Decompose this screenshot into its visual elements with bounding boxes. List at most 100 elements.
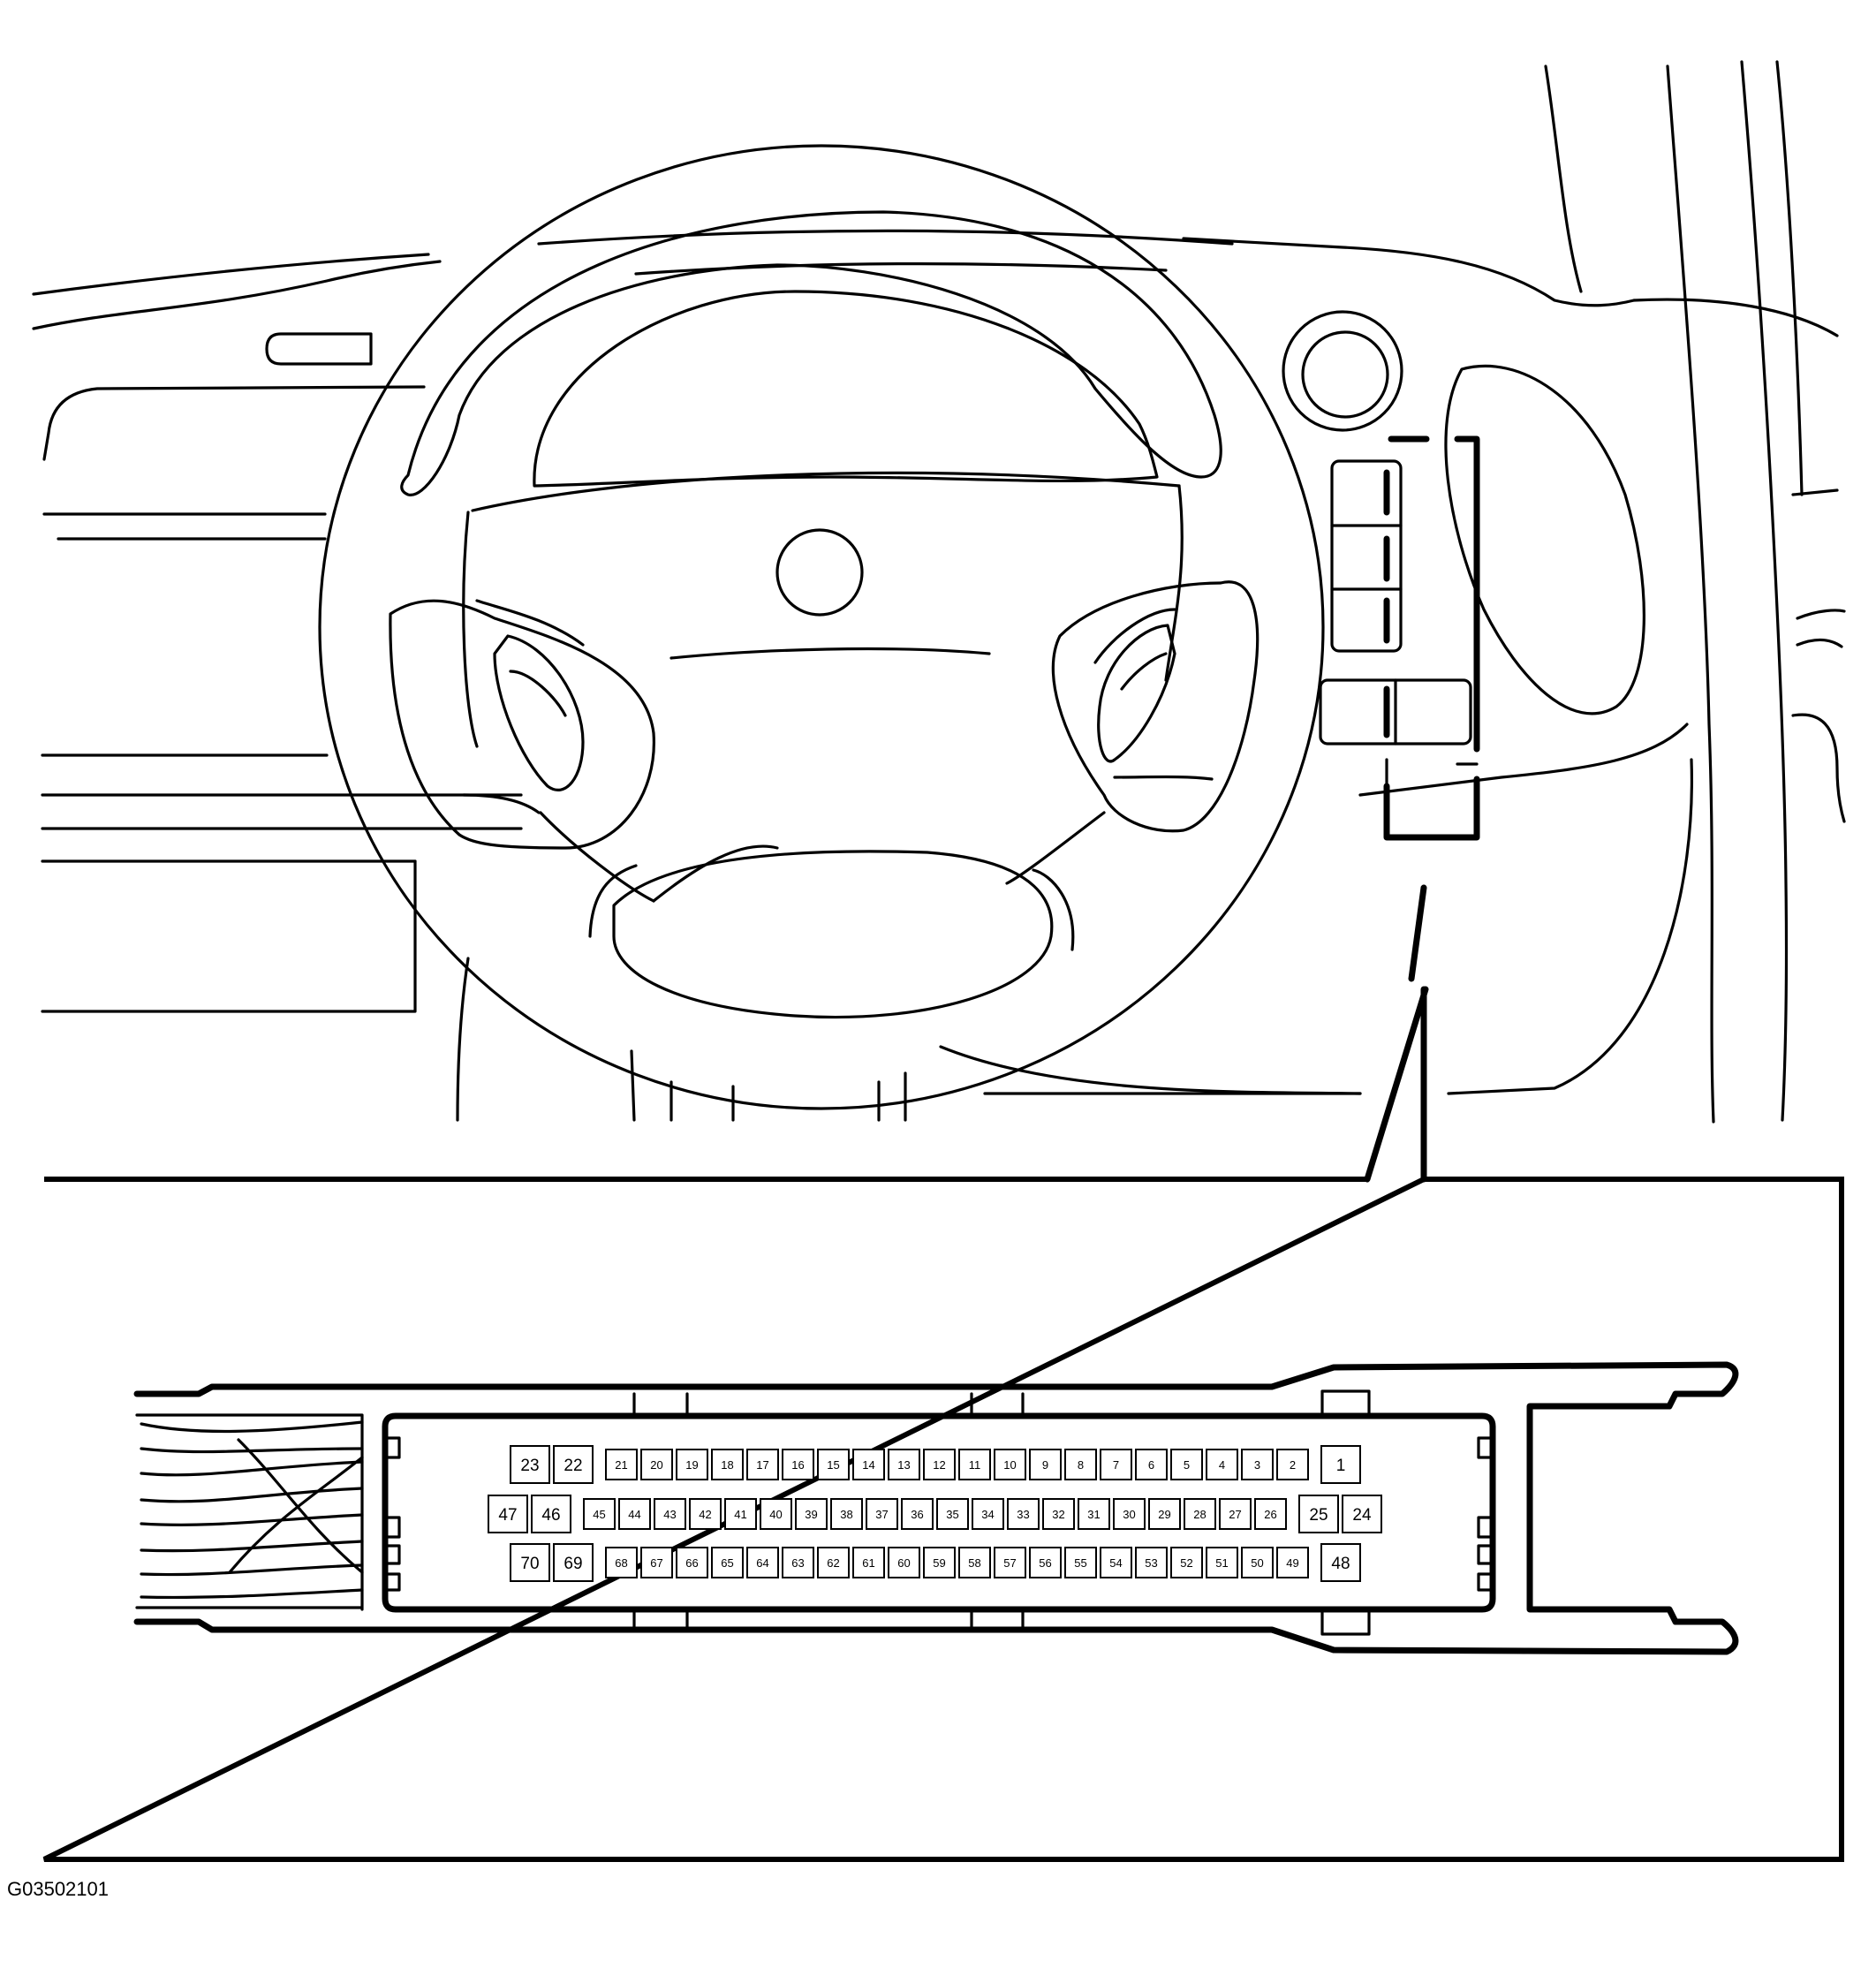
pin-43-box	[654, 1498, 686, 1530]
pin-39-label: 39	[805, 1508, 817, 1521]
pin-24-label: 24	[1352, 1506, 1372, 1525]
pin-39-box	[795, 1498, 828, 1530]
pin-17-box	[746, 1449, 779, 1480]
pin-52-label: 52	[1180, 1556, 1192, 1570]
pin-41-box	[724, 1498, 757, 1530]
pin-36-label: 36	[911, 1508, 923, 1521]
pin-13-box	[888, 1449, 920, 1480]
pin-31-box	[1078, 1498, 1110, 1530]
pin-19-label: 19	[685, 1458, 698, 1472]
pin-52-box	[1170, 1547, 1203, 1578]
pin-40-label: 40	[769, 1508, 782, 1521]
pin-56-label: 56	[1039, 1556, 1051, 1570]
pin-59-box	[923, 1547, 956, 1578]
pin-9-box	[1029, 1449, 1062, 1480]
pin-46-box	[531, 1495, 571, 1533]
pin-10-label: 10	[1003, 1458, 1016, 1472]
pin-31-label: 31	[1087, 1508, 1100, 1521]
pin-22-box	[553, 1445, 594, 1484]
pin-15-box	[817, 1449, 850, 1480]
pin-68-label: 68	[615, 1556, 627, 1570]
pin-51-label: 51	[1215, 1556, 1228, 1570]
pin-48-box	[1320, 1543, 1361, 1582]
pin-58-box	[958, 1547, 991, 1578]
pin-12-label: 12	[933, 1458, 945, 1472]
pin-55-box	[1064, 1547, 1097, 1578]
pin-26-label: 26	[1264, 1508, 1276, 1521]
pin-60-box	[888, 1547, 920, 1578]
pin-64-label: 64	[756, 1556, 768, 1570]
pin-33-label: 33	[1017, 1508, 1029, 1521]
pin-61-label: 61	[862, 1556, 874, 1570]
pin-4-box	[1206, 1449, 1238, 1480]
pin-23-box	[510, 1445, 550, 1484]
pin-10-box	[994, 1449, 1026, 1480]
pin-49-box	[1276, 1547, 1309, 1578]
pin-60-label: 60	[897, 1556, 910, 1570]
pin-48-label: 48	[1331, 1555, 1350, 1573]
pin-66-label: 66	[685, 1556, 698, 1570]
pin-30-label: 30	[1123, 1508, 1135, 1521]
pin-44-label: 44	[628, 1508, 640, 1521]
pin-6-box	[1135, 1449, 1168, 1480]
pin-68-box	[605, 1547, 638, 1578]
pin-42-label: 42	[699, 1508, 711, 1521]
pin-17-label: 17	[756, 1458, 768, 1472]
pin-34-box	[972, 1498, 1004, 1530]
pin-22-label: 22	[564, 1457, 582, 1475]
figure-code: G03502101	[7, 1878, 109, 1900]
pin-40-box	[760, 1498, 792, 1530]
pin-45-label: 45	[593, 1508, 605, 1521]
pin-54-box	[1100, 1547, 1132, 1578]
pin-13-label: 13	[897, 1458, 910, 1472]
pin-32-box	[1042, 1498, 1075, 1530]
pin-57-box	[994, 1547, 1026, 1578]
pin-58-label: 58	[968, 1556, 980, 1570]
pin-38-box	[830, 1498, 863, 1530]
pin-57-label: 57	[1003, 1556, 1016, 1570]
pin-21-label: 21	[615, 1458, 627, 1472]
connector-body	[133, 1361, 1739, 1655]
pin-29-label: 29	[1158, 1508, 1170, 1521]
pin-53-box	[1135, 1547, 1168, 1578]
pin-27-label: 27	[1229, 1508, 1241, 1521]
pin-67-box	[640, 1547, 673, 1578]
pin-1-box	[1320, 1445, 1361, 1484]
pin-36-box	[901, 1498, 934, 1530]
pin-2-box	[1276, 1449, 1309, 1480]
pin-8-box	[1064, 1449, 1097, 1480]
pin-62-label: 62	[827, 1556, 839, 1570]
pin-9-label: 9	[1042, 1458, 1048, 1472]
pin-11-label: 11	[969, 1458, 981, 1472]
pin-27-box	[1219, 1498, 1252, 1530]
pin-50-box	[1241, 1547, 1274, 1578]
pin-14-box	[852, 1449, 885, 1480]
pin-18-label: 18	[721, 1458, 733, 1472]
pin-69-label: 69	[564, 1555, 582, 1573]
steering-wheel	[318, 144, 1325, 1110]
pin-19-box	[676, 1449, 708, 1480]
pin-16-box	[782, 1449, 814, 1480]
pin-1-label: 1	[1336, 1457, 1346, 1475]
pin-65-box	[711, 1547, 744, 1578]
pin-61-box	[852, 1547, 885, 1578]
pin-41-label: 41	[734, 1508, 746, 1521]
pin-28-label: 28	[1193, 1508, 1206, 1521]
pin-28-box	[1184, 1498, 1216, 1530]
pin-54-label: 54	[1109, 1556, 1122, 1570]
pin-69-box	[553, 1543, 594, 1582]
pin-12-box	[923, 1449, 956, 1480]
pin-18-box	[711, 1449, 744, 1480]
pin-7-box	[1100, 1449, 1132, 1480]
pin-49-label: 49	[1286, 1556, 1298, 1570]
pin-25-box	[1298, 1495, 1339, 1533]
pin-30-box	[1113, 1498, 1146, 1530]
pin-8-label: 8	[1078, 1458, 1084, 1472]
pin-45-box	[583, 1498, 616, 1530]
pin-32-label: 32	[1052, 1508, 1064, 1521]
pin-65-label: 65	[721, 1556, 733, 1570]
pin-29-box	[1148, 1498, 1181, 1530]
pin-21-box	[605, 1449, 638, 1480]
pin-46-label: 46	[541, 1506, 560, 1525]
